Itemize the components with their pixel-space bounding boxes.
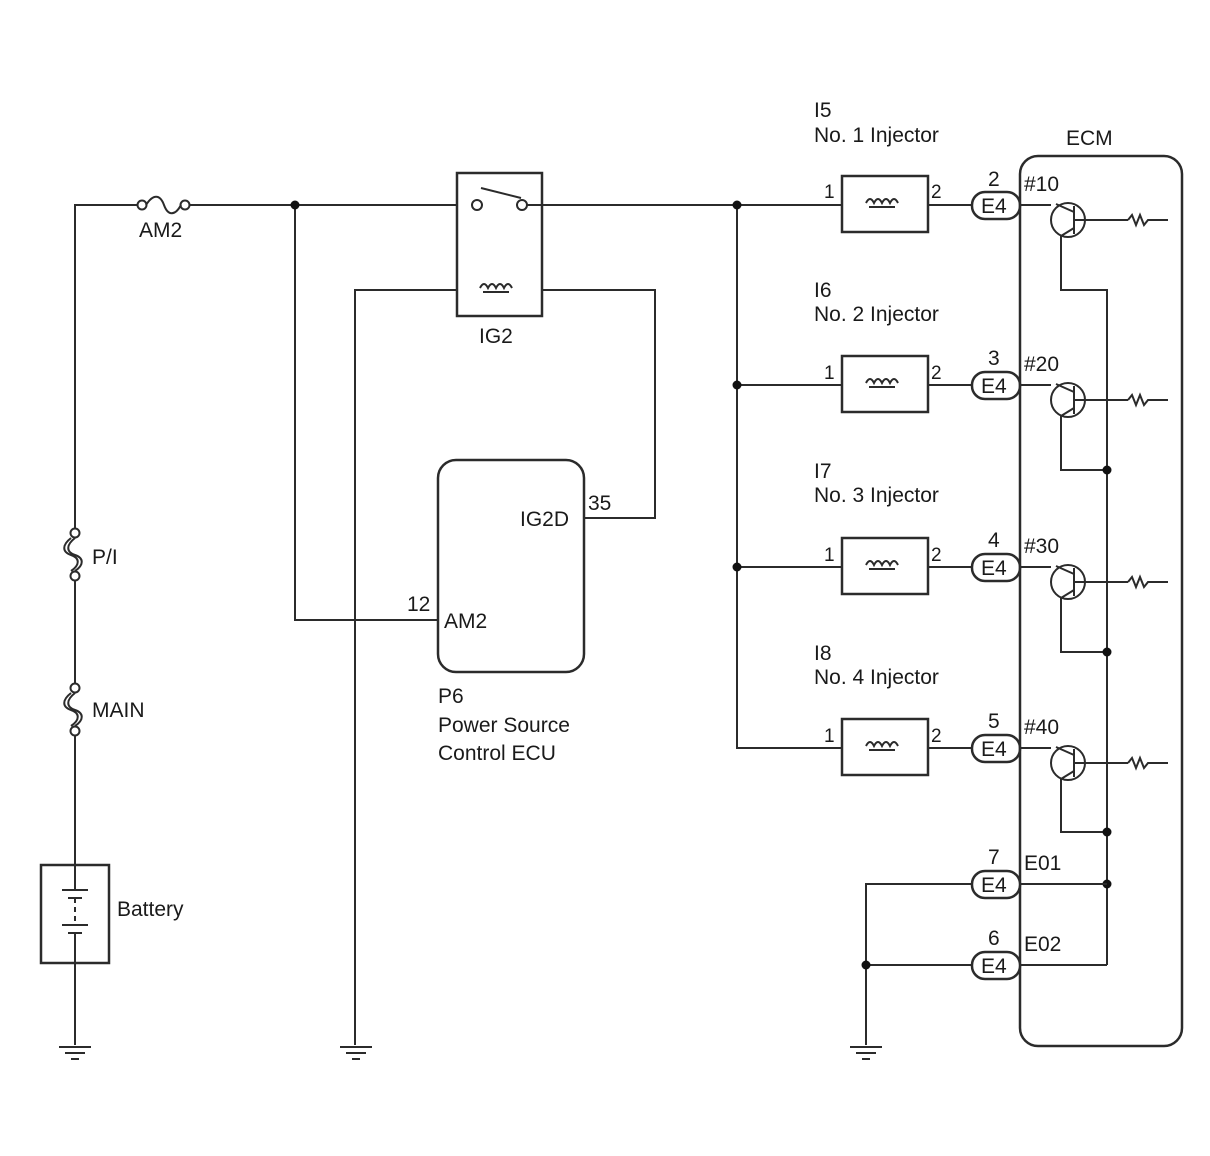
power-source-ecu: IG2D 35 AM2 12 P6 Power Source Control E… (407, 458, 611, 765)
transistor-30-icon (1050, 564, 1168, 600)
ecm-ground-e02: E4 6 E02 (861, 927, 1061, 981)
ecu-pin-am2-num: 12 (407, 593, 430, 616)
injector-3-pin-out: 2 (931, 545, 942, 566)
injector-1: I5 No. 1 Injector 1 2 E4 2 #10 (814, 99, 1059, 234)
injector-3-code: I7 (814, 460, 832, 483)
transistor-20-icon (1050, 382, 1168, 418)
injector-2: I6 No. 2 Injector 1 2 E4 3 #20 (814, 279, 1059, 414)
injector-4-connector: E4 (981, 738, 1007, 761)
injector-2-connector: E4 (981, 375, 1007, 398)
ecm-pin-5-num: 5 (988, 710, 1000, 733)
transistor-40-icon (1050, 745, 1168, 781)
ground-relay-icon (340, 1046, 372, 1060)
injector-4-code: I8 (814, 642, 832, 665)
am2-branch-wire (294, 205, 438, 621)
ecm: ECM (1018, 127, 1184, 1048)
injector-feed-bus (542, 200, 842, 749)
relay-ig2-label: IG2 (479, 325, 513, 348)
ecu-name-line2: Control ECU (438, 742, 556, 765)
injector-4-pin-out: 2 (931, 726, 942, 747)
fuse-main: MAIN (63, 682, 145, 737)
fuse-am2-label: AM2 (139, 219, 182, 242)
e01-connector: E4 (981, 874, 1007, 897)
ecm-pin-7-num: 7 (988, 846, 1000, 869)
ecm-pin-3-num: 3 (988, 347, 1000, 370)
ground-battery-icon (59, 1046, 91, 1060)
ground-ecm-icon (850, 1046, 882, 1060)
fuse-am2: AM2 (136, 195, 191, 242)
injector-3: I7 No. 3 Injector 1 2 E4 4 #30 (814, 460, 1059, 596)
battery-label: Battery (117, 898, 184, 921)
e02-connector: E4 (981, 955, 1007, 978)
fuse-pi-label: P/I (92, 546, 118, 569)
injector-2-code: I6 (814, 279, 832, 302)
ecu-pin-am2-label: AM2 (444, 610, 487, 633)
ecu-pin-ig2d-num: 35 (588, 492, 611, 515)
fuse-main-label: MAIN (92, 699, 145, 722)
junction-dot (290, 200, 300, 210)
injector-1-connector: E4 (981, 195, 1007, 218)
injector-1-name: No. 1 Injector (814, 124, 939, 147)
ecu-code: P6 (438, 685, 464, 708)
injector-1-code: I5 (814, 99, 832, 122)
injector-2-pin-in: 1 (824, 363, 835, 384)
injector-4-name: No. 4 Injector (814, 666, 939, 689)
injector-4: I8 No. 4 Injector 1 2 E4 5 #40 (814, 642, 1059, 777)
relay-coil-ig2d-wire (542, 289, 656, 519)
ecm-pin-e02-label: E02 (1024, 933, 1061, 956)
injector-3-connector: E4 (981, 557, 1007, 580)
injector-4-pin-in: 1 (824, 726, 835, 747)
injector-2-name: No. 2 Injector (814, 303, 939, 326)
ecm-pin-6-num: 6 (988, 927, 1000, 950)
ecm-pin-4-num: 4 (988, 529, 1000, 552)
ecm-ground-e01: E4 7 E01 (865, 846, 1061, 1045)
ecm-pin-20-label: #20 (1024, 353, 1059, 376)
ecm-pin-e01-label: E01 (1024, 852, 1061, 875)
injector-3-pin-in: 1 (824, 545, 835, 566)
transistor-10-icon (1050, 202, 1168, 238)
injector-3-name: No. 3 Injector (814, 484, 939, 507)
ecm-pin-10-label: #10 (1024, 173, 1059, 196)
injector-2-pin-out: 2 (931, 363, 942, 384)
ecm-pin-30-label: #30 (1024, 535, 1059, 558)
ecu-name-line1: Power Source (438, 714, 570, 737)
relay-ig2: IG2 (455, 171, 544, 348)
ecm-title: ECM (1066, 127, 1113, 150)
ecm-pin-2-num: 2 (988, 168, 1000, 191)
relay-coil-ground-wire (354, 289, 457, 1045)
ecu-pin-ig2d-label: IG2D (520, 508, 569, 531)
fuse-pi: P/I (63, 527, 118, 582)
injector-1-pin-out: 2 (931, 182, 942, 203)
battery: Battery (39, 863, 184, 965)
ecm-pin-40-label: #40 (1024, 716, 1059, 739)
injector-1-pin-in: 1 (824, 182, 835, 203)
